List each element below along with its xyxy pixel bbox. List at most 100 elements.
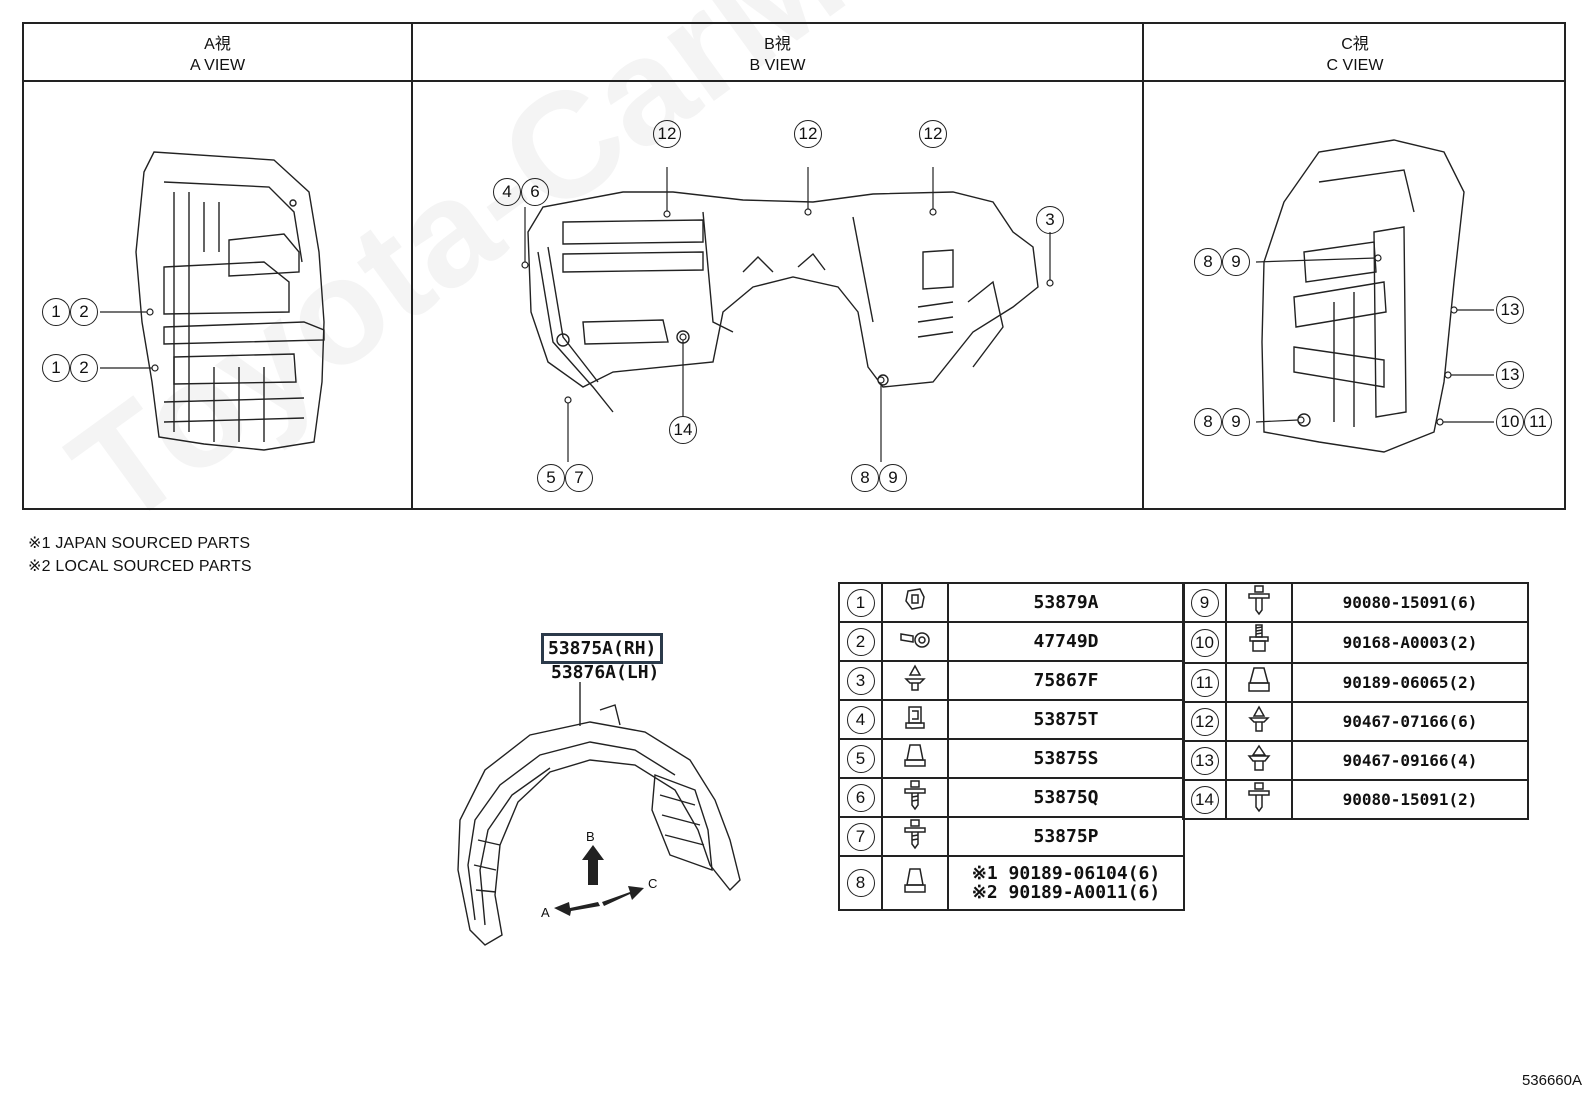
b-callout-12-right: 12 [919, 120, 947, 148]
grommet-clip-icon [900, 632, 930, 648]
c-callout-13-upper: 13 [1496, 296, 1524, 324]
a-view-liner-drawing [100, 151, 325, 451]
callout-number: 12 [653, 120, 681, 148]
callout-number: 12 [919, 120, 947, 148]
table-row: 6 53875Q [838, 777, 1185, 818]
part-code[interactable]: 90168-A0003(2) [1291, 621, 1529, 664]
figure-number: 536660A [1521, 1072, 1582, 1089]
c-view-header: C視 C VIEW [1144, 24, 1566, 82]
callout-number: 8 [1194, 248, 1222, 276]
part-code[interactable]: 90467-07166(6) [1291, 701, 1529, 742]
fender-liner-drawing [457, 682, 741, 946]
table-row: 12 90467-07166(6) [1182, 701, 1529, 742]
part-code-local: 90189-A0011(6) [1008, 882, 1161, 903]
a-view-header: A視 A VIEW [24, 24, 411, 82]
assembly-part-rh[interactable]: 53875A(RH) [541, 633, 664, 664]
b-callout-3: 3 [1036, 206, 1064, 234]
part-code[interactable]: 53875S [947, 738, 1185, 779]
part-code[interactable]: 53875T [947, 699, 1185, 740]
b-view-title-en: B VIEW [749, 57, 806, 74]
push-clip-icon [1248, 705, 1270, 732]
callout-number: 9 [1222, 248, 1250, 276]
part-code-japan: 90189-06104(6) [1008, 863, 1161, 884]
part-code[interactable]: 90080-15091(2) [1291, 779, 1529, 820]
b-callout-14: 14 [669, 416, 697, 444]
part-code[interactable]: 90189-06065(2) [1291, 662, 1529, 703]
part-number-circle: 5 [846, 744, 875, 773]
callout-number: 11 [1524, 408, 1552, 436]
callout-number: 1 [42, 354, 70, 382]
table-row: 9 90080-15091(6) [1182, 582, 1529, 623]
table-row: 8 ※1 90189-06104(6) ※2 90189-A0011(6) [838, 855, 1185, 911]
part-number-circle: 2 [846, 627, 875, 656]
screw-icon [1248, 585, 1270, 616]
part-code[interactable]: 75867F [947, 660, 1185, 701]
arrow-label-b: B [586, 829, 595, 844]
table-row: 10 90168-A0003(2) [1182, 621, 1529, 664]
part-number-circle: 13 [1190, 746, 1219, 775]
local-source-mark: ※2 [971, 882, 998, 903]
callout-number: 4 [493, 178, 521, 206]
part-number-circle: 1 [846, 588, 875, 617]
arrow-label-a: A [541, 905, 550, 920]
table-row: 13 90467-09166(4) [1182, 740, 1529, 781]
japan-source-mark: ※1 [971, 863, 998, 884]
parts-table-left: 1 53879A 2 47749D 3 75867F 4 53875T 5 53… [838, 582, 1185, 911]
c-view-title-en: C VIEW [1326, 57, 1384, 74]
part-code[interactable]: 53879A [947, 582, 1185, 623]
part-code[interactable]: 47749D [947, 621, 1185, 662]
push-clip-icon [904, 664, 926, 691]
part-code-sourced[interactable]: ※1 90189-06104(6) ※2 90189-A0011(6) [947, 855, 1185, 911]
part-number-circle: 3 [846, 666, 875, 695]
part-number-circle: 11 [1190, 668, 1219, 697]
callout-number: 3 [1036, 206, 1064, 234]
b-view: B視 B VIEW [411, 24, 1142, 508]
part-number-circle: 12 [1190, 707, 1219, 736]
table-row: 7 53875P [838, 816, 1185, 857]
part-code[interactable]: 90080-15091(6) [1291, 582, 1529, 623]
part-number-circle: 7 [846, 822, 875, 851]
push-clip-icon [1247, 744, 1271, 771]
callout-number: 8 [1194, 408, 1222, 436]
assembly-part-lh: 53876A(LH) [551, 662, 660, 683]
part-number-circle: 8 [846, 869, 875, 897]
part-code[interactable]: 53875Q [947, 777, 1185, 818]
callout-number: 13 [1496, 361, 1524, 389]
part-code[interactable]: 90467-09166(4) [1291, 740, 1529, 781]
callout-number: 12 [794, 120, 822, 148]
callout-number: 1 [42, 298, 70, 326]
a-view: A視 A VIEW [24, 24, 411, 508]
clip-icon [905, 588, 925, 610]
callout-number: 7 [565, 464, 593, 492]
nut-icon [904, 867, 926, 893]
b-callout-12-center: 12 [794, 120, 822, 148]
table-row: 11 90189-06065(2) [1182, 662, 1529, 703]
screw-icon [904, 819, 926, 850]
note-japan-sourced: ※1 JAPAN SOURCED PARTS [28, 535, 251, 552]
bolt-icon [1249, 624, 1269, 652]
nut-icon [1248, 667, 1270, 692]
part-number-circle: 4 [846, 705, 875, 734]
nut-clip-icon [905, 706, 925, 729]
views-panel: A視 A VIEW [22, 22, 1566, 510]
a-view-title-jp: A視 [204, 36, 231, 53]
table-row: 14 90080-15091(2) [1182, 779, 1529, 820]
callout-number: 9 [879, 464, 907, 492]
a-view-title-en: A VIEW [189, 57, 246, 74]
c-view-liner-drawing [1255, 139, 1494, 453]
callout-number: 2 [70, 298, 98, 326]
table-row: 1 53879A [838, 582, 1185, 623]
part-code[interactable]: 53875P [947, 816, 1185, 857]
callout-number: 14 [669, 416, 697, 444]
c-callout-13-lower: 13 [1496, 361, 1524, 389]
screw-icon [1248, 782, 1270, 813]
parts-table-right: 9 90080-15091(6) 10 90168-A0003(2) 11 90… [1182, 582, 1529, 820]
part-number-circle: 14 [1190, 785, 1219, 814]
